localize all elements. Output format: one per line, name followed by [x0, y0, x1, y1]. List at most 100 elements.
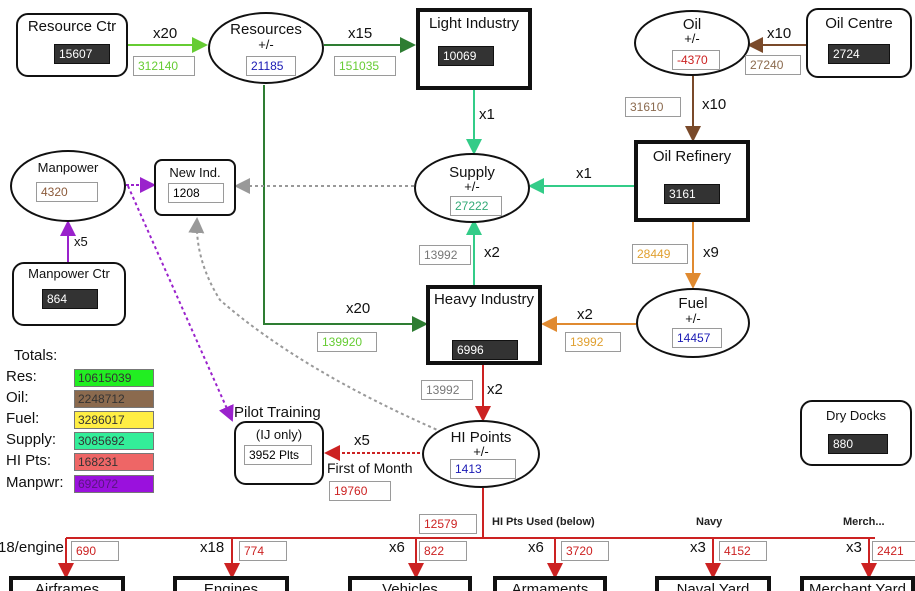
production-value: 3720 — [561, 541, 609, 561]
pilot-training-sub: (IJ only) — [255, 427, 303, 442]
fuel-title: Fuel — [678, 295, 708, 312]
production-value: 4152 — [719, 541, 767, 561]
totals-value: 692072 — [74, 475, 154, 493]
totals-label: HI Pts: — [6, 452, 52, 469]
oil-centre-value[interactable]: 2724 — [828, 44, 890, 64]
edge-oc-oil-value: 27240 — [745, 55, 801, 75]
production-title: Engines — [203, 581, 259, 591]
manpower-node: Manpower 4320 — [10, 150, 126, 222]
edge-hi-hip-mult: x2 — [487, 381, 503, 398]
edge-ref-fuel-mult: x9 — [703, 244, 719, 261]
resources-title: Resources — [230, 21, 302, 38]
totals-label: Supply: — [6, 431, 57, 448]
hi-points-node: HI Points +/- 1413 — [422, 420, 540, 488]
totals-value: 10615039 — [74, 369, 154, 387]
pilot-training-node: (IJ only) 3952 Plts — [234, 421, 324, 485]
resources-sub: +/- — [258, 37, 274, 52]
production-value: 2421 — [872, 541, 915, 561]
resource-ctr-node: Resource Ctr 15607 — [16, 13, 128, 77]
totals-label: Manpwr: — [6, 474, 64, 491]
manpower-ctr-value[interactable]: 864 — [42, 289, 98, 309]
edge-oil-ref-mult: x10 — [702, 96, 727, 113]
production-value: 690 — [71, 541, 119, 561]
resources-node: Resources +/- 21185 — [208, 12, 324, 84]
edge-fuel-hi-value: 13992 — [565, 332, 621, 352]
oil-centre-title: Oil Centre — [825, 15, 893, 32]
production-mult: x3 — [690, 539, 706, 556]
heavy-industry-node: Heavy Industry 6996 — [426, 285, 542, 365]
manpower-ctr-title: Manpower Ctr — [28, 266, 110, 281]
fuel-sub: +/- — [685, 311, 701, 326]
edge-res-hi-mult: x20 — [346, 300, 371, 317]
totals-label: Res: — [6, 368, 37, 385]
edge-mp-pilot — [127, 185, 234, 422]
totals-label: Oil: — [6, 389, 29, 406]
merch-header: Merch... — [843, 516, 885, 528]
totals-value: 3286017 — [74, 411, 154, 429]
production-node: Armaments — [493, 576, 607, 591]
navy-header: Navy — [696, 516, 723, 528]
manpower-title: Manpower — [37, 160, 99, 175]
resource-ctr-value[interactable]: 15607 — [54, 44, 110, 64]
oil-value[interactable]: -4370 — [672, 50, 720, 70]
oil-refinery-node: Oil Refinery 3161 — [634, 140, 750, 222]
pilot-training-title: Pilot Training — [234, 404, 321, 421]
production-mult: x18 — [200, 539, 225, 556]
totals-title: Totals: — [14, 347, 58, 364]
hi-points-title: HI Points — [450, 429, 512, 446]
heavy-industry-value[interactable]: 6996 — [452, 340, 518, 360]
edge-oc-oil-mult: x10 — [767, 25, 792, 42]
edge-li-sup-mult: x1 — [479, 106, 495, 123]
production-value: 822 — [419, 541, 467, 561]
edge-hip-used-label: HI Pts Used (below) — [492, 516, 595, 528]
edge-hip-pilot-label: First of Month — [327, 460, 413, 476]
edge-res-hi-value: 139920 — [317, 332, 377, 352]
totals-label: Fuel: — [6, 410, 40, 427]
edge-ref-sup-mult: x1 — [576, 165, 592, 182]
manpower-ctr-node: Manpower Ctr 864 — [12, 262, 126, 326]
fuel-value[interactable]: 14457 — [672, 328, 722, 348]
production-mult: x3 — [846, 539, 862, 556]
production-title: Airframes — [34, 581, 100, 591]
light-industry-value[interactable]: 10069 — [438, 46, 494, 66]
dry-docks-value[interactable]: 880 — [828, 434, 888, 454]
oil-refinery-value[interactable]: 3161 — [664, 184, 720, 204]
edge-rc-res-mult: x20 — [153, 25, 178, 42]
production-node: Airframes — [9, 576, 125, 591]
dry-docks-node: Dry Docks 880 — [800, 400, 912, 466]
edge-res-hi — [263, 85, 428, 332]
pilot-training-value[interactable]: 3952 Plts — [244, 445, 312, 465]
edge-oil-ref-value: 31610 — [625, 97, 681, 117]
light-industry-node: Light Industry 10069 — [416, 8, 532, 90]
production-title: Vehicles — [382, 581, 438, 591]
hi-points-sub: +/- — [473, 444, 489, 459]
resource-ctr-title: Resource Ctr — [27, 18, 117, 35]
manpower-value[interactable]: 4320 — [36, 182, 98, 202]
edge-hip-newind — [188, 217, 443, 433]
light-industry-title: Light Industry — [428, 15, 520, 32]
new-ind-title: New Ind. — [169, 165, 221, 180]
edge-hi-hip-value: 13992 — [421, 380, 473, 400]
production-node: Vehicles — [348, 576, 472, 591]
supply-value[interactable]: 27222 — [450, 196, 502, 216]
supply-node: Supply +/- 27222 — [414, 153, 530, 223]
edge-mc-mp-mult: x5 — [74, 234, 88, 249]
totals-value: 2248712 — [74, 390, 154, 408]
dry-docks-title: Dry Docks — [826, 408, 886, 423]
production-title: Naval Yard — [676, 581, 750, 591]
hi-points-value[interactable]: 1413 — [450, 459, 516, 479]
production-mult: 18/engine — [0, 539, 64, 556]
edge-hip-used-value: 12579 — [419, 514, 477, 534]
production-mult: x6 — [528, 539, 544, 556]
edge-hi-sup-value: 13992 — [419, 245, 471, 265]
oil-node: Oil +/- -4370 — [634, 10, 750, 76]
edge-hip-pilot-mult: x5 — [354, 432, 370, 449]
resources-value[interactable]: 21185 — [246, 56, 296, 76]
totals-value: 168231 — [74, 453, 154, 471]
oil-sub: +/- — [684, 31, 700, 46]
heavy-industry-title: Heavy Industry — [433, 291, 535, 308]
new-ind-value[interactable]: 1208 — [168, 183, 224, 203]
production-node: Merchant Yard — [800, 576, 915, 591]
edge-fuel-hi-mult: x2 — [577, 306, 593, 323]
